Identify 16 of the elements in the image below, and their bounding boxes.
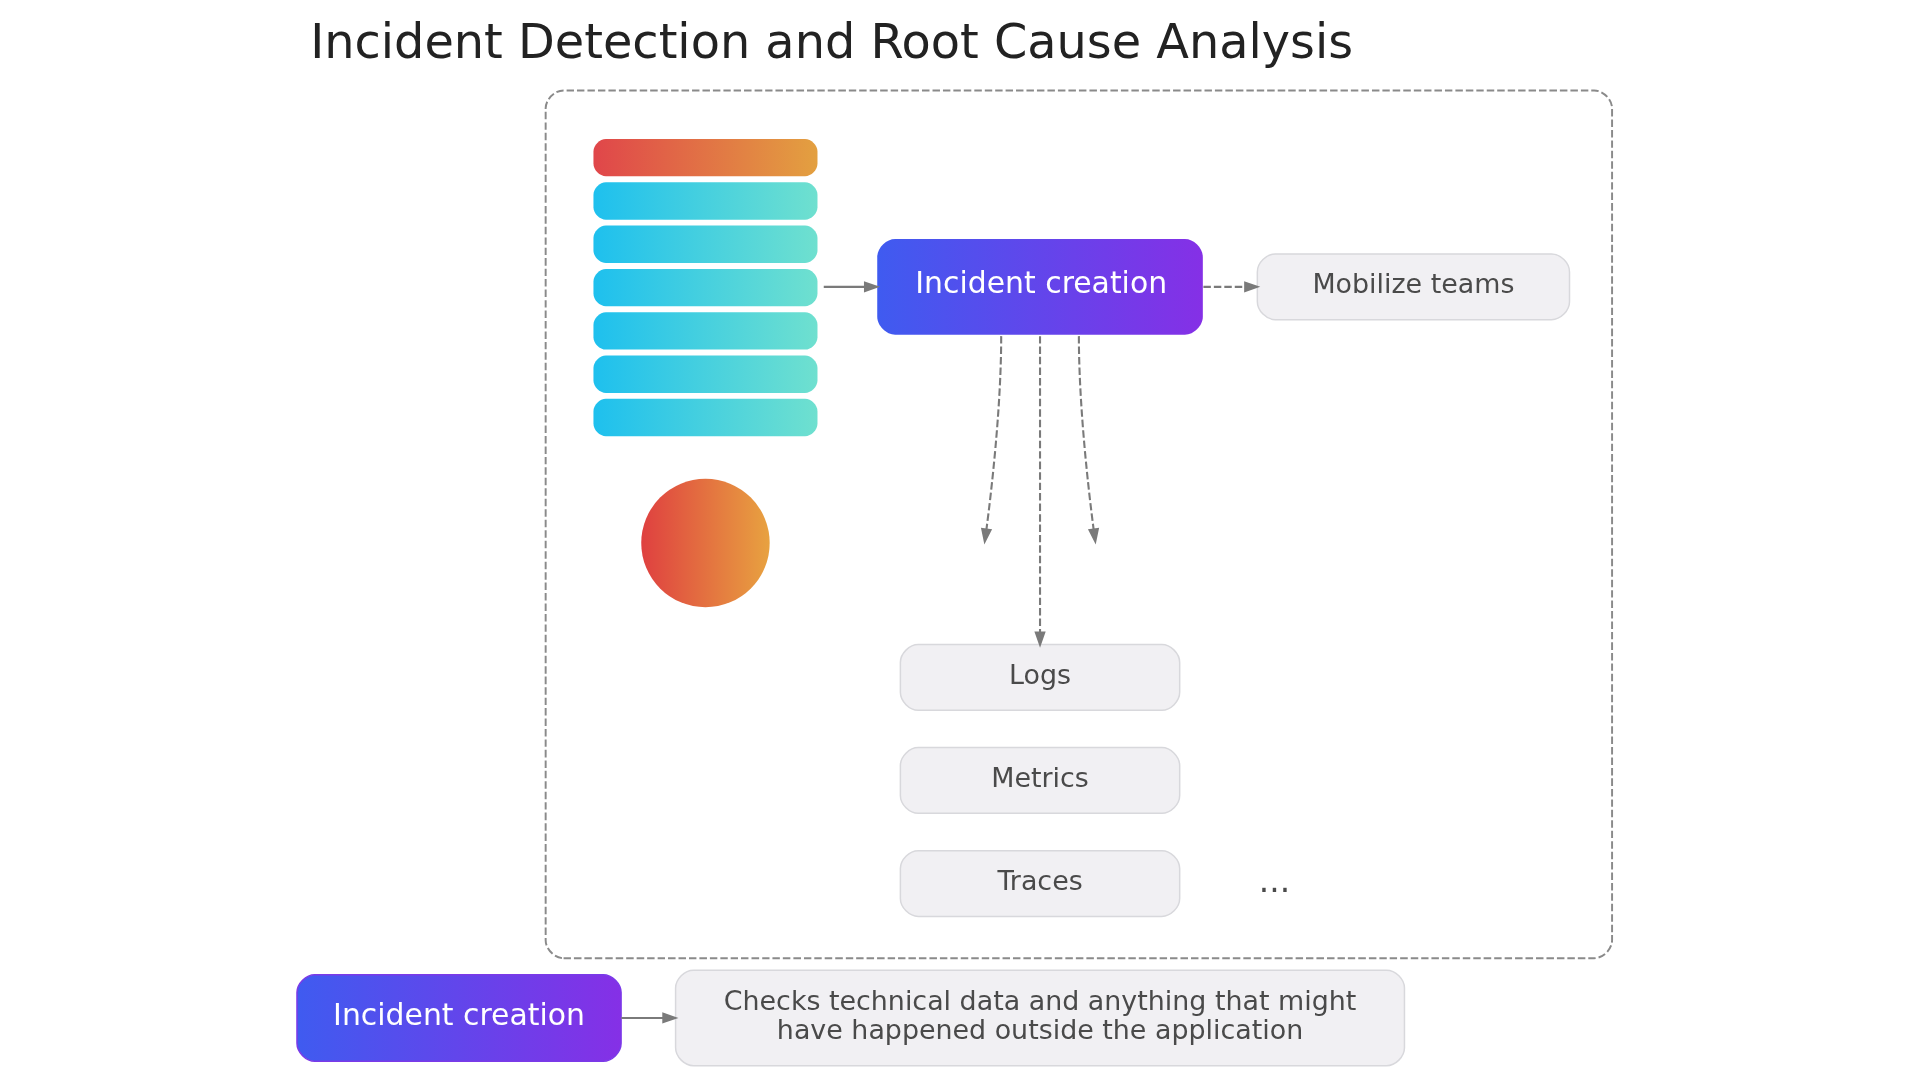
arrow: [823, 281, 880, 293]
node-box: Mobilize teams: [1256, 253, 1570, 321]
node-box: Checks technical data and anything that might have happened outside the application: [674, 969, 1405, 1067]
node-box: Traces: [899, 849, 1180, 918]
node-box: Metrics: [899, 746, 1180, 815]
arrow: [1077, 336, 1099, 545]
arrow: [1202, 281, 1260, 293]
arrow: [620, 1012, 678, 1024]
node-box: Logs: [899, 643, 1180, 711]
label: ...: [1258, 861, 1290, 900]
diagram-title: Incident Detection and Root Cause Analysis: [309, 14, 1353, 70]
node-box: Incident creation: [295, 973, 622, 1062]
node-circle: [640, 478, 770, 608]
node-box: Incident creation: [876, 239, 1203, 335]
arrow: [980, 336, 1002, 545]
arrow: [1033, 336, 1046, 648]
